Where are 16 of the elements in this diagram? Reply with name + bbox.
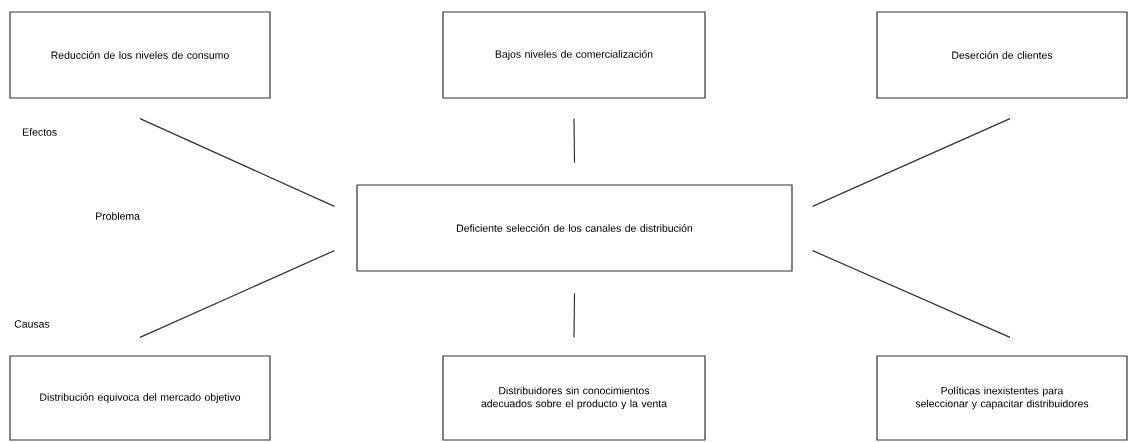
box: Deficiente selección de los canales de distribución [356, 184, 793, 272]
section-label: Efectos [23, 128, 57, 136]
box: Distribuidores sin conocimientos adecuados sobre el producto y la venta [442, 355, 706, 441]
line [139, 118, 335, 207]
line [573, 118, 576, 163]
line [573, 293, 576, 338]
box: Bajos niveles de comercialización [442, 11, 706, 99]
box: Distribución equivoca del mercado objetivo [9, 355, 271, 441]
section-label: Problema [96, 212, 140, 220]
line [812, 118, 1011, 207]
box: Deserción de clientes [876, 11, 1128, 99]
section-label: Causas [14, 320, 50, 328]
box: Reducción de los niveles de consumo [9, 11, 271, 99]
line [139, 250, 335, 338]
line [812, 250, 1011, 338]
box: Políticas inexistentes para seleccionar y capacitar distribuidores [876, 355, 1128, 441]
